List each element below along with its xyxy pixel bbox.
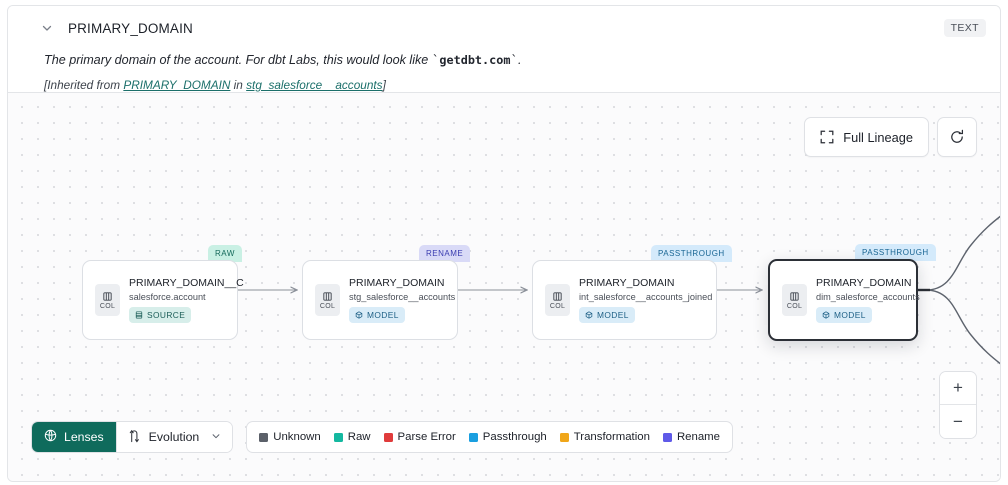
lenses-button[interactable]: Lenses bbox=[32, 422, 116, 452]
expand-corners-icon bbox=[820, 130, 834, 144]
zoom-out-button[interactable]: − bbox=[940, 405, 976, 438]
full-lineage-button[interactable]: Full Lineage bbox=[804, 117, 929, 157]
node-column-name: PRIMARY_DOMAIN bbox=[579, 277, 675, 289]
legend-swatch bbox=[662, 432, 672, 442]
refresh-icon bbox=[949, 129, 965, 145]
node-table-name: salesforce.account bbox=[129, 292, 206, 302]
edge-out-upper bbox=[917, 215, 1000, 291]
col-chip-icon: COL bbox=[95, 284, 120, 316]
legend-label: Transformation bbox=[573, 431, 650, 443]
node-badge-label: SOURCE bbox=[147, 310, 186, 320]
col-chip-label: COL bbox=[99, 302, 116, 310]
node-table-name: dim_salesforce_accounts bbox=[816, 292, 920, 302]
inherited-model-link[interactable]: stg_salesforce__accounts bbox=[246, 78, 383, 92]
zoom-in-button[interactable]: + bbox=[940, 372, 976, 405]
legend-item-parse-error: Parse Error bbox=[383, 431, 456, 443]
description-suffix: . bbox=[518, 53, 522, 67]
cube-icon bbox=[355, 311, 363, 319]
node-body: PRIMARY_DOMAIN__C salesforce.account SOU… bbox=[129, 277, 244, 323]
col-chip-label: COL bbox=[786, 302, 803, 310]
legend-swatch bbox=[468, 432, 478, 442]
legend-swatch bbox=[259, 432, 269, 442]
node-badge-label: MODEL bbox=[597, 310, 629, 320]
legend-label: Passthrough bbox=[482, 431, 547, 443]
legend-item-raw: Raw bbox=[333, 431, 371, 443]
node-type-badge: MODEL bbox=[349, 307, 405, 323]
edge-out-lower bbox=[917, 289, 1000, 365]
col-chip-icon: COL bbox=[545, 284, 570, 316]
database-icon bbox=[135, 311, 143, 319]
legend-label: Rename bbox=[676, 431, 720, 443]
lenses-label: Lenses bbox=[64, 430, 104, 444]
full-lineage-label: Full Lineage bbox=[843, 129, 913, 145]
lineage-node-stg-salesforce-accounts[interactable]: COL PRIMARY_DOMAIN stg_salesforce__accou… bbox=[302, 260, 458, 340]
node-tag-passthrough-selected: PASSTHROUGH bbox=[855, 244, 936, 261]
description-prefix: The primary domain of the account. For d… bbox=[44, 53, 432, 67]
lens-aperture-icon bbox=[44, 429, 57, 445]
node-badge-label: MODEL bbox=[834, 310, 866, 320]
lineage-legend: Unknown Raw Parse Error Passthrough Tran… bbox=[246, 421, 733, 453]
node-column-name: PRIMARY_DOMAIN bbox=[816, 277, 912, 289]
legend-item-passthrough: Passthrough bbox=[468, 431, 547, 443]
inherited-note: [Inherited from PRIMARY_DOMAIN in stg_sa… bbox=[44, 78, 986, 92]
canvas-toolbar: Full Lineage bbox=[804, 117, 977, 157]
legend-swatch bbox=[559, 432, 569, 442]
node-table-name: int_salesforce__accounts_joined bbox=[579, 292, 713, 302]
node-tag-raw: RAW bbox=[208, 245, 242, 262]
lineage-canvas[interactable]: Full Lineage + − bbox=[8, 92, 1000, 481]
title-row: PRIMARY_DOMAIN bbox=[22, 16, 986, 40]
column-description: The primary domain of the account. For d… bbox=[44, 52, 522, 67]
lineage-node-dim-salesforce-accounts[interactable]: COL PRIMARY_DOMAIN dim_salesforce_accoun… bbox=[768, 259, 920, 341]
node-body: PRIMARY_DOMAIN dim_salesforce_accounts M… bbox=[816, 277, 920, 323]
lineage-node-int-salesforce-accounts-joined[interactable]: COL PRIMARY_DOMAIN int_salesforce__accou… bbox=[532, 260, 717, 340]
lineage-node-salesforce-account[interactable]: COL PRIMARY_DOMAIN__C salesforce.account… bbox=[82, 260, 244, 340]
canvas-bottom-bar: Lenses Evolution bbox=[31, 421, 733, 453]
lens-control-group: Lenses Evolution bbox=[31, 421, 234, 453]
evolution-arrows-icon bbox=[128, 429, 141, 446]
node-column-name: PRIMARY_DOMAIN bbox=[349, 277, 445, 289]
column-detail-card: PRIMARY_DOMAIN TEXT The primary domain o… bbox=[7, 5, 1001, 482]
node-tag-passthrough: PASSTHROUGH bbox=[651, 245, 732, 262]
node-tag-rename: RENAME bbox=[419, 245, 471, 262]
zoom-controls: + − bbox=[939, 371, 977, 439]
description-code: getdbt.com bbox=[439, 53, 511, 67]
cube-icon bbox=[585, 311, 593, 319]
evolution-label: Evolution bbox=[148, 430, 200, 444]
lineage-edges bbox=[237, 215, 1000, 365]
chevron-down-icon[interactable] bbox=[38, 19, 56, 37]
node-body: PRIMARY_DOMAIN stg_salesforce__accounts … bbox=[349, 277, 455, 323]
col-chip-icon: COL bbox=[782, 284, 807, 316]
inherited-suffix: ] bbox=[382, 78, 386, 92]
node-body: PRIMARY_DOMAIN int_salesforce__accounts_… bbox=[579, 277, 712, 323]
legend-swatch bbox=[333, 432, 343, 442]
page-title: PRIMARY_DOMAIN bbox=[68, 20, 193, 36]
legend-label: Parse Error bbox=[397, 431, 456, 443]
node-type-badge: SOURCE bbox=[129, 307, 192, 323]
col-chip-label: COL bbox=[549, 302, 566, 310]
cube-icon bbox=[822, 311, 830, 319]
node-type-badge: MODEL bbox=[579, 307, 635, 323]
inherited-prefix: [Inherited from bbox=[44, 78, 124, 92]
legend-item-transformation: Transformation bbox=[559, 431, 650, 443]
refresh-button[interactable] bbox=[937, 117, 977, 157]
card-header: PRIMARY_DOMAIN TEXT The primary domain o… bbox=[8, 6, 1000, 92]
col-chip-icon: COL bbox=[315, 284, 340, 316]
inherited-middle: in bbox=[230, 78, 247, 92]
legend-item-unknown: Unknown bbox=[259, 431, 321, 443]
legend-label: Raw bbox=[347, 431, 371, 443]
legend-item-rename: Rename bbox=[662, 431, 720, 443]
node-column-name: PRIMARY_DOMAIN__C bbox=[129, 277, 244, 289]
col-chip-label: COL bbox=[319, 302, 336, 310]
node-badge-label: MODEL bbox=[367, 310, 399, 320]
legend-label: Unknown bbox=[273, 431, 321, 443]
legend-swatch bbox=[383, 432, 393, 442]
evolution-dropdown[interactable]: Evolution bbox=[115, 422, 233, 452]
type-badge: TEXT bbox=[943, 19, 986, 37]
inherited-column-link[interactable]: PRIMARY_DOMAIN bbox=[123, 78, 231, 92]
node-table-name: stg_salesforce__accounts bbox=[349, 292, 456, 302]
node-type-badge: MODEL bbox=[816, 307, 872, 323]
chevron-down-icon bbox=[211, 430, 221, 444]
